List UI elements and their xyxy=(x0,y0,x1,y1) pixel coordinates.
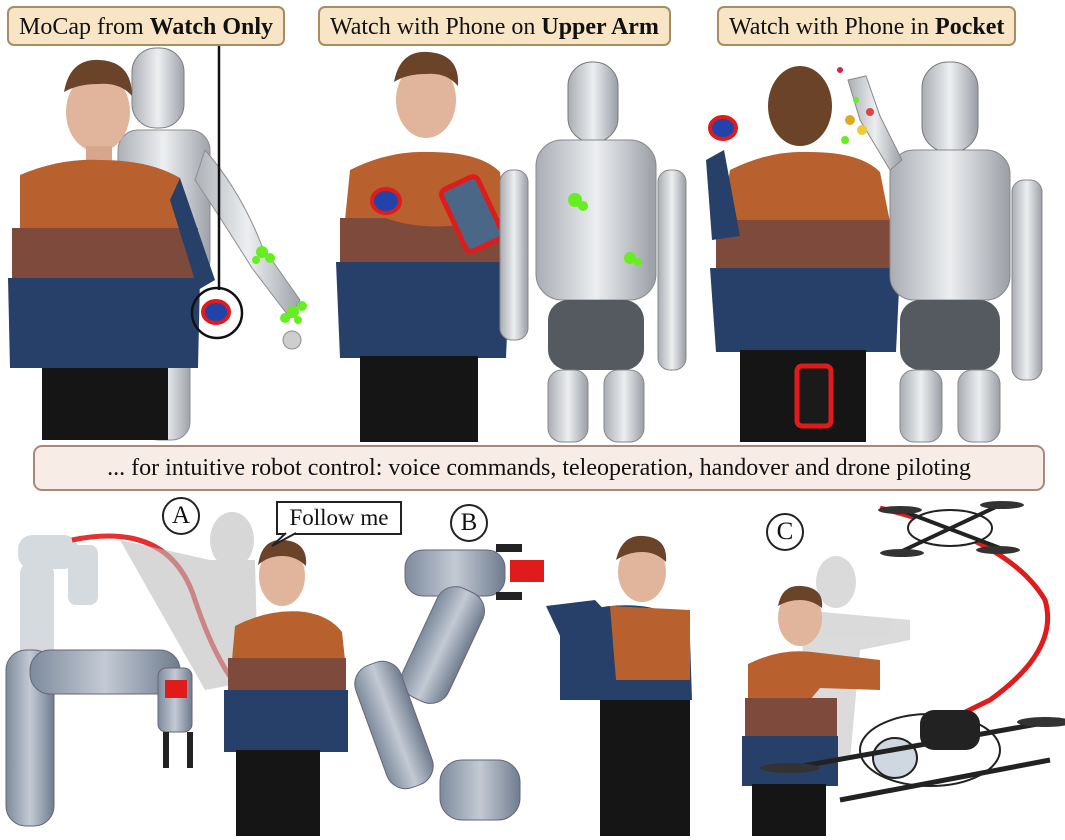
phone-icon xyxy=(438,174,506,254)
scene-c-figure xyxy=(742,501,1065,836)
person-figure xyxy=(8,59,215,440)
scene-a-figure xyxy=(5,512,348,836)
panel-label-prefix: MoCap from xyxy=(19,14,150,40)
panel-label-bold: Pocket xyxy=(935,14,1005,40)
watch-icon xyxy=(708,115,738,141)
panel-watch-only-figure xyxy=(8,46,307,441)
drone-icon xyxy=(760,710,1065,803)
humanoid-robot-icon xyxy=(847,61,1043,443)
panel-label-bold: Upper Arm xyxy=(541,14,659,40)
robot-arm-icon xyxy=(5,649,193,827)
panel-label-bold: Watch Only xyxy=(149,14,274,40)
point-cloud xyxy=(837,67,874,144)
caption-bar: ... for intuitive robot control: voice c… xyxy=(33,445,1045,491)
panel-label-upper-arm: Watch with Phone on Upper Arm xyxy=(318,6,671,46)
speech-bubble: Follow me xyxy=(276,501,402,535)
drone-icon xyxy=(878,501,1024,557)
scene-b-figure xyxy=(354,535,692,836)
point-cloud xyxy=(568,193,642,266)
panel-upper-arm-figure xyxy=(336,51,687,443)
panel-label-watch-only: MoCap from Watch Only xyxy=(7,6,286,46)
watch-icon xyxy=(201,299,231,325)
person-figure xyxy=(742,585,880,836)
person-shadow xyxy=(120,512,258,690)
watch-icon xyxy=(370,187,402,215)
phone-icon xyxy=(794,363,834,429)
person-figure xyxy=(546,535,692,836)
scene-letter-c: C xyxy=(766,513,804,551)
panel-label-prefix: Watch with Phone in xyxy=(729,14,936,40)
panel-label-prefix: Watch with Phone on xyxy=(330,14,542,40)
panel-label-pocket: Watch with Phone in Pocket xyxy=(717,6,1017,46)
scene-letter-b: B xyxy=(450,504,488,542)
robot-arm-icon xyxy=(354,544,544,821)
point-cloud xyxy=(252,246,307,324)
person-figure xyxy=(224,539,348,836)
scene-letter-a: A xyxy=(162,497,200,535)
person-figure xyxy=(706,66,900,442)
panel-pocket-figure xyxy=(706,61,1043,443)
humanoid-robot-icon xyxy=(499,61,687,443)
